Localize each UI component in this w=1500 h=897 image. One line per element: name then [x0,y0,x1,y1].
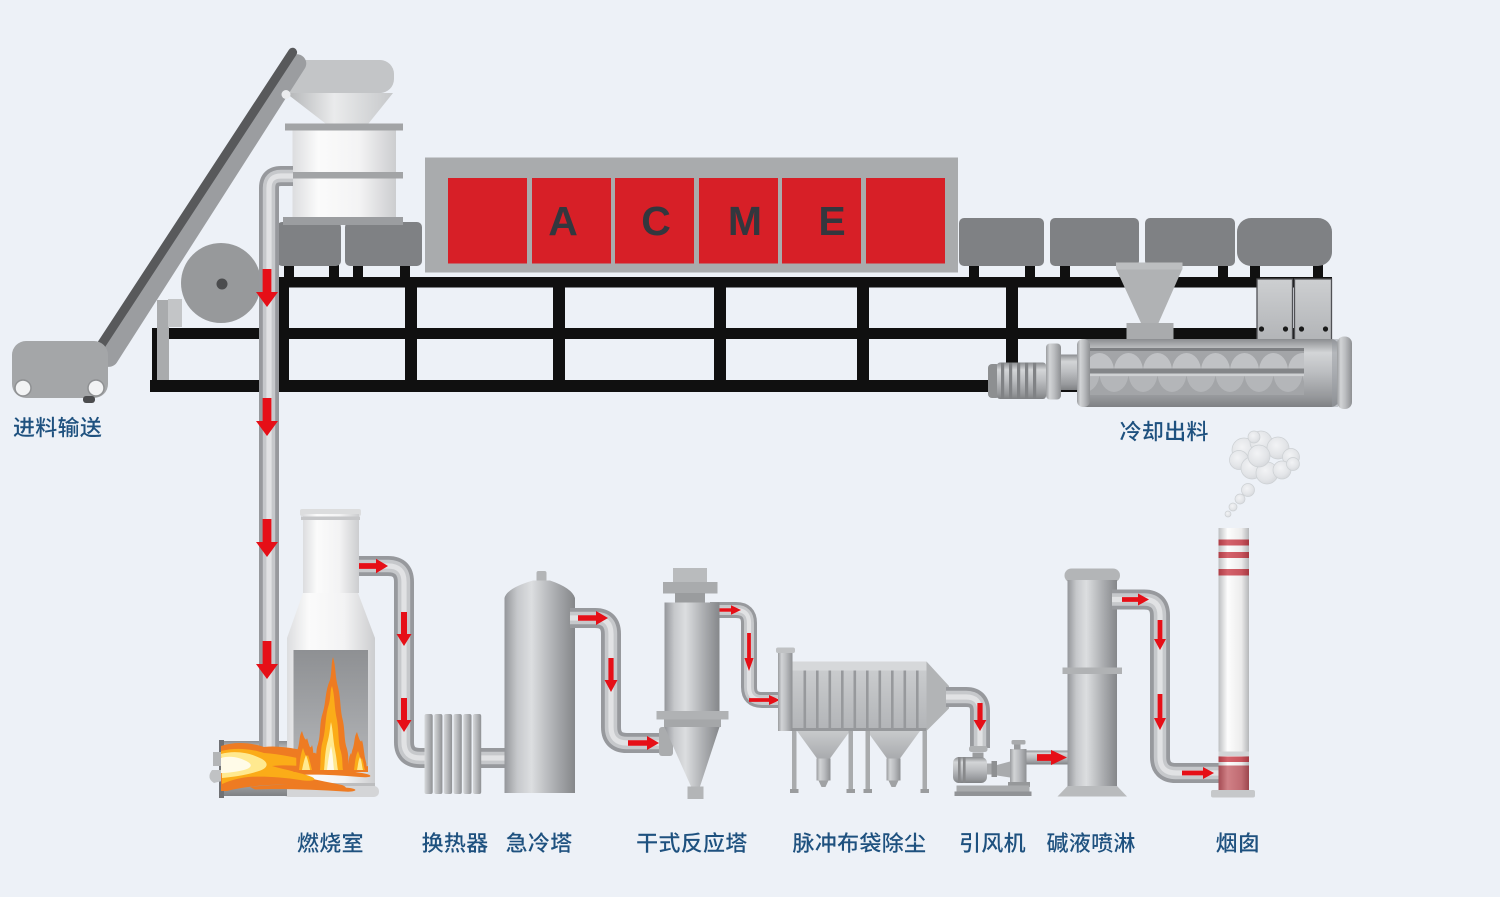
svg-text:C: C [641,198,671,244]
svg-text:E: E [818,198,845,244]
svg-text:M: M [728,198,762,244]
svg-text:A: A [548,198,578,244]
